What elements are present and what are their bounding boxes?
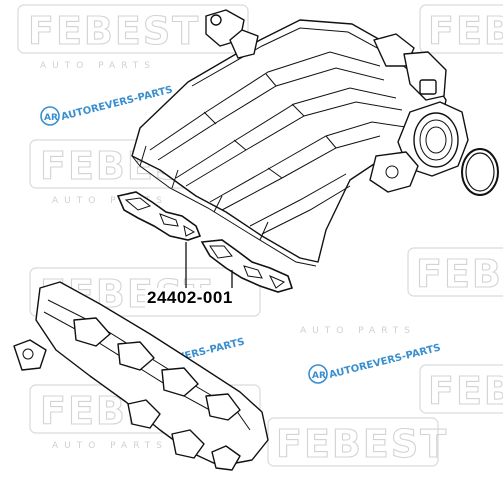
watermark-brand: FEBEST bbox=[428, 9, 503, 53]
watermark-brand: FEBEST bbox=[428, 369, 503, 413]
ar-badge-text: AUTOREVERS-PARTS bbox=[328, 343, 442, 381]
gasket-icon bbox=[116, 191, 294, 293]
watermark-block: FEBEST bbox=[419, 4, 503, 54]
ar-logo-icon bbox=[40, 106, 60, 126]
watermark-block: FEBEST bbox=[419, 364, 503, 414]
ar-logo-icon bbox=[308, 364, 328, 384]
watermark-block: FEBEST bbox=[407, 247, 503, 297]
o-ring-icon bbox=[461, 148, 499, 196]
watermark-block: FEBEST AUTO PARTS bbox=[17, 4, 249, 71]
watermark-tagline: AUTO PARTS bbox=[40, 61, 156, 71]
callout-leader bbox=[185, 242, 233, 290]
runner-icon bbox=[13, 281, 269, 471]
watermark-tagline: AUTO PARTS bbox=[52, 196, 168, 206]
svg-text:AR: AR bbox=[312, 371, 326, 381]
part-number-label: 24402-001 bbox=[145, 288, 235, 308]
watermark-block: FEBEST bbox=[267, 417, 448, 467]
watermark-tagline: AUTO PARTS bbox=[52, 441, 168, 451]
watermark-brand: FEBEST bbox=[416, 252, 503, 296]
intake-manifold-icon bbox=[131, 9, 469, 267]
watermark-brand: FEBEST bbox=[28, 9, 200, 53]
watermark-tagline: AUTO PARTS bbox=[300, 326, 416, 336]
ar-badge: AR AUTOREVERS-PARTS bbox=[308, 343, 442, 384]
svg-text:AR: AR bbox=[44, 113, 58, 123]
watermark-brand: FEBEST bbox=[276, 422, 448, 466]
